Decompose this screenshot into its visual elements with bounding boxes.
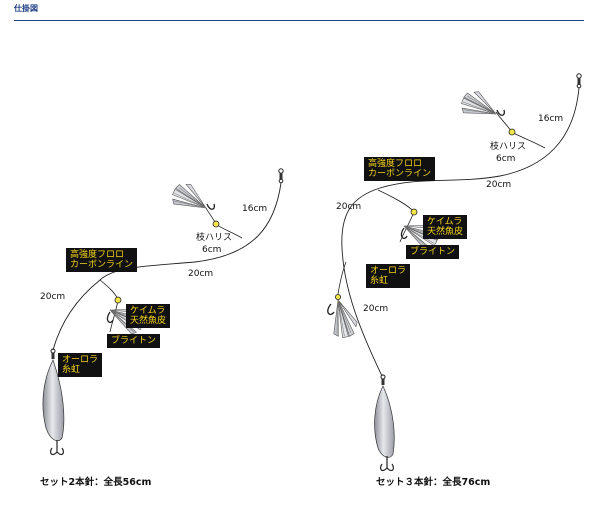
rig1-lower-line-dim: 20cm bbox=[40, 292, 66, 302]
rig1-upper-hook bbox=[206, 203, 216, 210]
rig1-lower-hook bbox=[106, 311, 114, 324]
rig2-skin-label-1: ケイムラ bbox=[427, 217, 463, 227]
rig2-swivel-bottom bbox=[380, 374, 386, 385]
rig1-aurora-label: オーロラ 糸虹 bbox=[58, 353, 103, 377]
rig2-mid-branch bbox=[377, 189, 415, 243]
rig2-aurora-label: オーロラ 糸虹 bbox=[366, 264, 411, 288]
rig1-skin-label-2: 天然魚皮 bbox=[130, 316, 167, 326]
rig2-top-branch-dim: 16cm bbox=[538, 114, 564, 124]
rig2-top-hook bbox=[496, 109, 506, 116]
rig2-top-bead bbox=[508, 128, 516, 136]
rig1-treble-hook bbox=[50, 440, 64, 456]
rig1-swivel-top bbox=[278, 168, 284, 184]
rig1-skin-label: ケイムラ 天然魚皮 bbox=[126, 304, 171, 328]
rig1-upper-bead bbox=[212, 220, 220, 228]
rig2-branch-label-2: 6cm bbox=[496, 154, 516, 164]
rig1-swivel-bottom bbox=[50, 348, 56, 359]
rig2-aurora-label-1: オーロラ bbox=[370, 266, 407, 276]
rig2-low-bead bbox=[334, 293, 341, 300]
rig2-top-skirt bbox=[458, 87, 502, 124]
rig1-lower-branch bbox=[99, 279, 119, 333]
rig2-mid-bead bbox=[410, 208, 418, 216]
rig1-branch-label-2: 6cm bbox=[202, 245, 222, 255]
rig1-aurora-label-1: オーロラ bbox=[62, 355, 99, 365]
rig1-branch-label-1: 枝ハリス bbox=[196, 233, 233, 243]
rig2-skin-label-2: 天然魚皮 bbox=[427, 227, 464, 237]
rig2-upper-left-dim: 20cm bbox=[336, 202, 362, 212]
rig2-low-hook bbox=[327, 303, 335, 316]
rig1-skin-label-1: ケイムラ bbox=[130, 306, 166, 316]
rig1-main-line bbox=[52, 182, 282, 351]
rig2-low-branch bbox=[337, 261, 347, 295]
rig2-line-label-1: 高強度フロロ bbox=[368, 159, 423, 169]
rig-2 bbox=[327, 73, 582, 472]
rig2-lower-line-dim: 20cm bbox=[363, 304, 389, 314]
rig1-caption: セット2本針：全長56cm bbox=[40, 477, 152, 488]
rig2-bright-label: ブライトン bbox=[406, 245, 460, 259]
rig1-bright-label: ブライトン bbox=[107, 334, 161, 348]
rig2-line-label-2: カーボンライン bbox=[368, 169, 432, 179]
header-rule bbox=[14, 20, 584, 21]
rig2-mid-hook bbox=[400, 227, 408, 240]
rig2-caption: セット３本針：全長76cm bbox=[376, 477, 491, 488]
rig1-line-label-1: 高強度フロロ bbox=[70, 250, 125, 260]
rig-1 bbox=[42, 168, 284, 456]
rig1-lure bbox=[42, 359, 65, 442]
rig2-mid-line-dim: 20cm bbox=[486, 180, 512, 190]
rig2-aurora-label-2: 糸虹 bbox=[370, 276, 389, 286]
rig2-treble-hook bbox=[380, 456, 394, 472]
rig1-lower-bead bbox=[114, 296, 122, 304]
rig1-top-branch-dim: 16cm bbox=[242, 204, 268, 214]
rig1-line-label: 高強度フロロ カーボンライン bbox=[66, 248, 138, 272]
rig2-low-skirt bbox=[327, 297, 360, 340]
rig2-skin-label: ケイムラ 天然魚皮 bbox=[423, 215, 468, 239]
rig2-main-line bbox=[341, 87, 580, 377]
rig1-aurora-label-2: 糸虹 bbox=[62, 365, 81, 375]
header-title: 仕掛図 bbox=[14, 4, 38, 13]
rig1-mid-line-dim: 20cm bbox=[188, 269, 214, 279]
rig2-line-label: 高強度フロロ カーボンライン bbox=[364, 157, 436, 181]
rig1-line-label-2: カーボンライン bbox=[70, 260, 134, 270]
rig2-swivel-top bbox=[576, 73, 582, 89]
rig2-lure bbox=[374, 385, 395, 458]
rig1-upper-skirt bbox=[168, 178, 213, 218]
rig2-branch-label-1: 枝ハリス bbox=[490, 142, 527, 152]
